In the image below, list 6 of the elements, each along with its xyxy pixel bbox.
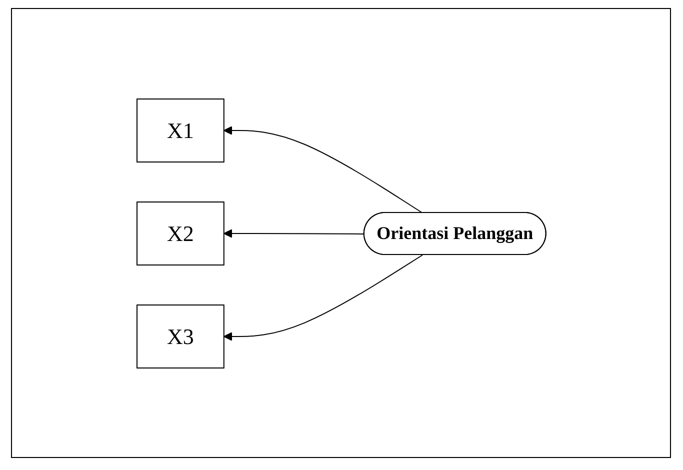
node-box: X1 xyxy=(136,98,224,162)
arrow xyxy=(224,228,365,238)
arrow xyxy=(224,254,424,340)
arrow xyxy=(224,126,424,213)
node-box: X2 xyxy=(136,201,224,265)
node-box: X3 xyxy=(136,304,224,368)
